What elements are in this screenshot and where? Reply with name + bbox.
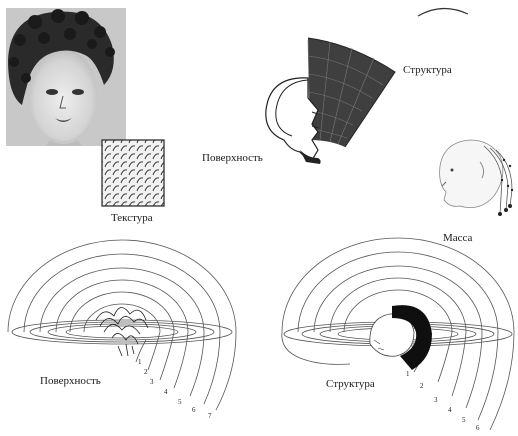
left-number-6: 6 xyxy=(192,404,196,416)
right-number-3: 3 xyxy=(434,394,438,406)
surface-hair-tuft xyxy=(96,307,148,356)
left-number-2: 2 xyxy=(144,366,148,378)
fan-structure-diagram xyxy=(266,38,395,164)
label-structure-bottom: Структура xyxy=(326,378,375,390)
top-arc-mark xyxy=(418,8,468,16)
right-number-4: 4 xyxy=(448,404,452,416)
right-number-5: 5 xyxy=(462,414,466,426)
texture-swatch xyxy=(102,140,164,206)
structure-head-outline xyxy=(370,305,432,370)
left-number-5: 5 xyxy=(178,396,182,408)
label-surface-top: Поверхность xyxy=(202,152,263,164)
right-number-1: 1 xyxy=(406,368,410,380)
left-number-7: 7 xyxy=(208,410,212,422)
left-number-1: 1 xyxy=(138,356,142,368)
woman-portrait-photo xyxy=(6,8,126,146)
label-mass: Масса xyxy=(443,232,472,244)
label-surface-bottom: Поверхность xyxy=(40,375,101,387)
left-number-4: 4 xyxy=(164,386,168,398)
left-number-3: 3 xyxy=(150,376,154,388)
right-number-2: 2 xyxy=(420,380,424,392)
label-structure-top: Структура xyxy=(403,64,452,76)
mass-head-diagram xyxy=(440,140,514,216)
right-number-6: 6 xyxy=(476,422,480,434)
label-texture: Текстура xyxy=(111,212,153,224)
